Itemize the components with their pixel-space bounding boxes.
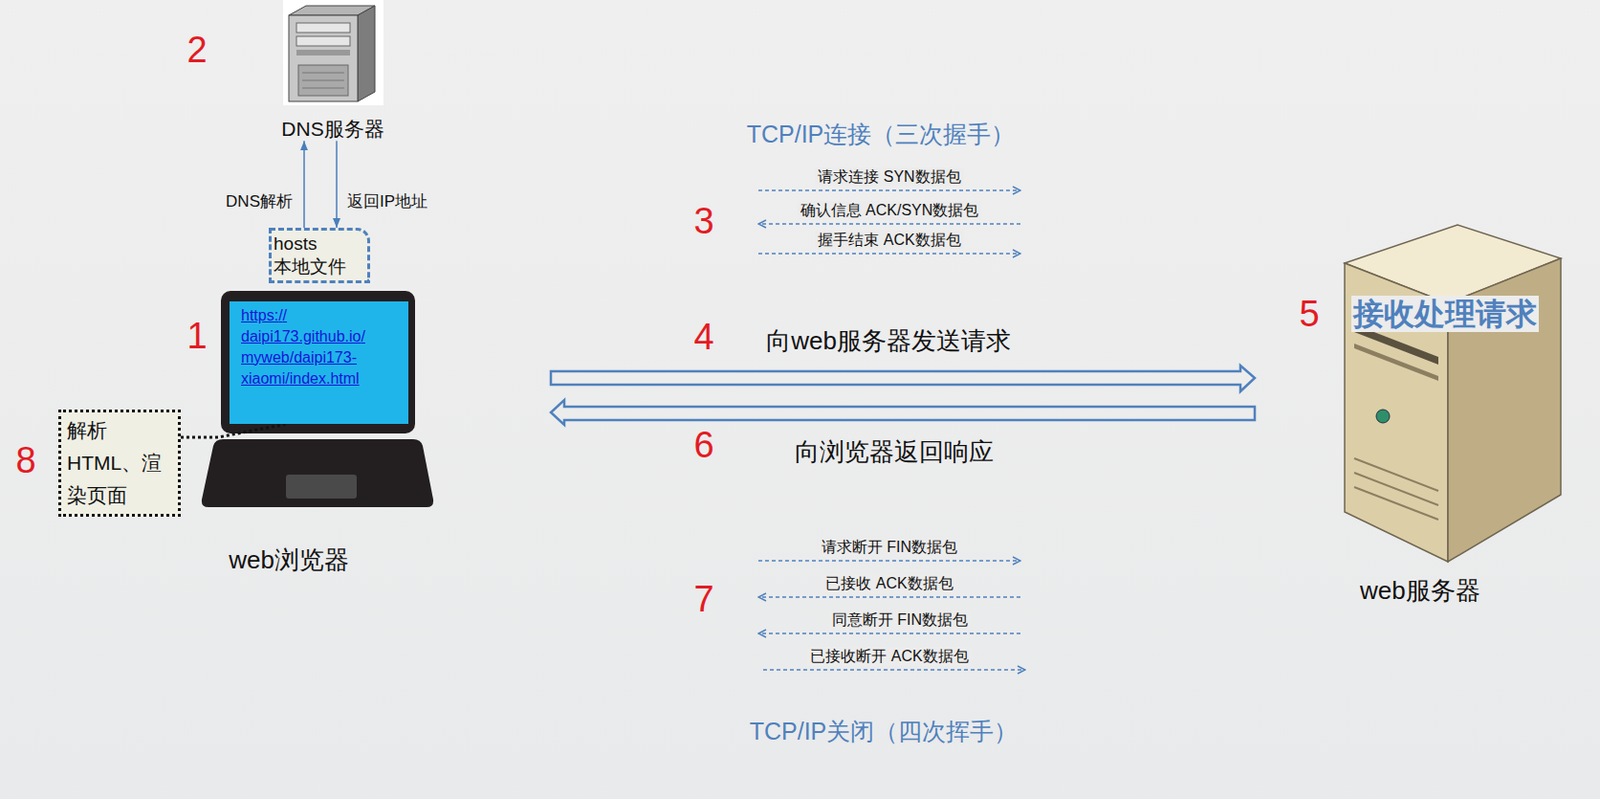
packet-label: 握手结束 ACK数据包 [814,230,964,249]
url-text: https://daipi173.github.io/myweb/daipi17… [241,305,394,390]
laptop-bezel [220,290,416,434]
packet-arrow [763,668,1026,671]
packet-label: 确认信息 ACK/SYN数据包 [797,200,983,220]
packet-label: 请求断开 FIN数据包 [818,537,961,556]
leader-line [180,423,287,438]
vent-line [1354,458,1439,491]
server-caption: 接收处理请求 [1351,295,1539,332]
drive-slot [1354,343,1439,381]
packet-arrow [758,252,1021,255]
response-arrow [550,399,1255,425]
edge-label: DNS解析 [225,192,293,212]
section-title: TCP/IP连接（三次握手） [746,119,1016,149]
packet-arrow [758,595,1021,598]
packet-label: 已接收 ACK数据包 [822,573,956,592]
grille-line [302,87,345,89]
laptop-touchpad [285,474,357,499]
packet-arrow [758,189,1021,192]
dns-server-icon [283,0,384,106]
packet-arrow [758,559,1021,562]
hosts-file-box: hosts 本地文件 [268,227,371,284]
flow-label: 向浏览器返回响应 [794,437,994,467]
parse-render-box: 解析HTML、渲染页面 [58,409,181,517]
node-label: DNS服务器 [281,116,384,141]
callout-number: 1 [186,314,207,359]
packet-label: 请求连接 SYN数据包 [814,167,964,186]
packet-label: 同意断开 FIN数据包 [829,610,971,629]
drive-bay [296,49,351,56]
laptop-icon [201,290,434,507]
web-server: 接收处理请求web服务器 [1344,224,1561,562]
dns-reply-arrow [335,140,338,228]
callout-number: 8 [15,438,36,483]
callout-number: 3 [693,199,714,244]
callout-number: 4 [693,315,714,360]
drive-bay [296,36,351,46]
grille-line [302,72,345,74]
laptop: https://daipi173.github.io/myweb/daipi17… [201,290,434,507]
browser-screen: https://daipi173.github.io/myweb/daipi17… [229,301,409,424]
icon-backdrop [283,0,384,106]
dns-server: DNS服务器 [281,1,384,141]
drive-bay [296,22,351,33]
grille-line [302,80,345,82]
packet-arrow [758,632,1021,635]
callout-number: 2 [186,28,207,73]
tower-grille [298,65,349,96]
request-arrow [550,365,1255,392]
laptop-base [201,438,434,507]
vent-line [1354,486,1439,520]
vent-line [1354,472,1439,505]
section-title: TCP/IP关闭（四次挥手） [749,716,1019,746]
callout-number: 6 [693,423,714,468]
edge-label: 返回IP地址 [347,192,428,212]
node-label: web浏览器 [201,545,376,575]
node-text: hosts 本地文件 [273,232,362,279]
dns-query-arrow [303,140,306,228]
packet-arrow [758,222,1021,225]
node-label: web服务器 [1359,575,1481,606]
packet-label: 已接收断开 ACK数据包 [807,646,971,665]
power-led [1376,409,1390,423]
callout-number: 5 [1298,292,1319,337]
tower-front [288,15,358,102]
web-server-icon [1344,224,1561,562]
flow-label: 向web服务器发送请求 [766,326,1011,356]
node-text: 解析HTML、渲染页面 [66,414,173,512]
callout-number: 7 [693,577,714,622]
tower-side [357,5,375,102]
